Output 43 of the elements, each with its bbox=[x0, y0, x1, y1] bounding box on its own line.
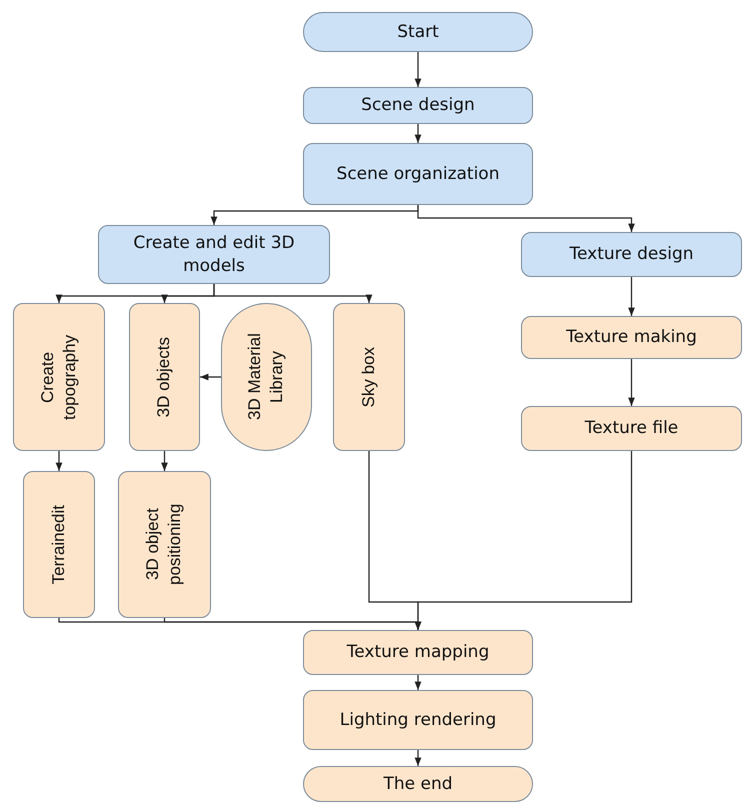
process-box bbox=[303, 143, 533, 205]
node-label: 3D object positioning bbox=[142, 502, 186, 588]
arrow bbox=[414, 750, 422, 766]
node-label: Scene design bbox=[361, 94, 475, 117]
node-label: Scene organization bbox=[336, 162, 500, 186]
terminal-box bbox=[303, 766, 533, 802]
process-box bbox=[521, 232, 742, 277]
arrow bbox=[200, 374, 221, 380]
node-label: Create topography bbox=[36, 333, 80, 422]
process-box bbox=[98, 225, 330, 284]
process-box bbox=[23, 471, 95, 618]
process-box bbox=[303, 630, 533, 675]
process-box bbox=[521, 406, 742, 451]
arrow bbox=[414, 124, 422, 143]
arrow bbox=[56, 451, 62, 471]
process-box bbox=[129, 303, 200, 451]
process-box bbox=[118, 471, 211, 618]
process-box bbox=[303, 87, 533, 124]
process-box bbox=[303, 690, 533, 750]
terminal-box bbox=[303, 12, 533, 52]
arrow bbox=[414, 675, 422, 690]
arrow bbox=[414, 52, 422, 87]
arrow bbox=[161, 451, 168, 471]
node-label: The end bbox=[383, 772, 453, 796]
node-label: Texture file bbox=[584, 417, 678, 440]
node-label: Terrainedit bbox=[48, 504, 69, 584]
node-label: Sky box bbox=[358, 346, 379, 408]
arrow bbox=[628, 277, 635, 316]
process-box bbox=[333, 303, 405, 451]
process-box bbox=[13, 303, 105, 451]
arrow bbox=[213, 284, 372, 303]
node-label: Create and edit 3D models bbox=[132, 232, 296, 277]
node-label: Texture design bbox=[569, 243, 694, 266]
node-label: Lighting rendering bbox=[340, 708, 496, 732]
arrow bbox=[628, 359, 635, 406]
node-label: Texture making bbox=[566, 326, 697, 349]
node-label: Start bbox=[397, 20, 439, 44]
arrow bbox=[417, 205, 635, 232]
arrow bbox=[414, 451, 632, 630]
node-label: 3D Material Library bbox=[244, 332, 288, 422]
node-label: Texture mapping bbox=[346, 641, 490, 664]
process-box bbox=[521, 316, 742, 359]
node-label: 3D objects bbox=[153, 336, 174, 418]
